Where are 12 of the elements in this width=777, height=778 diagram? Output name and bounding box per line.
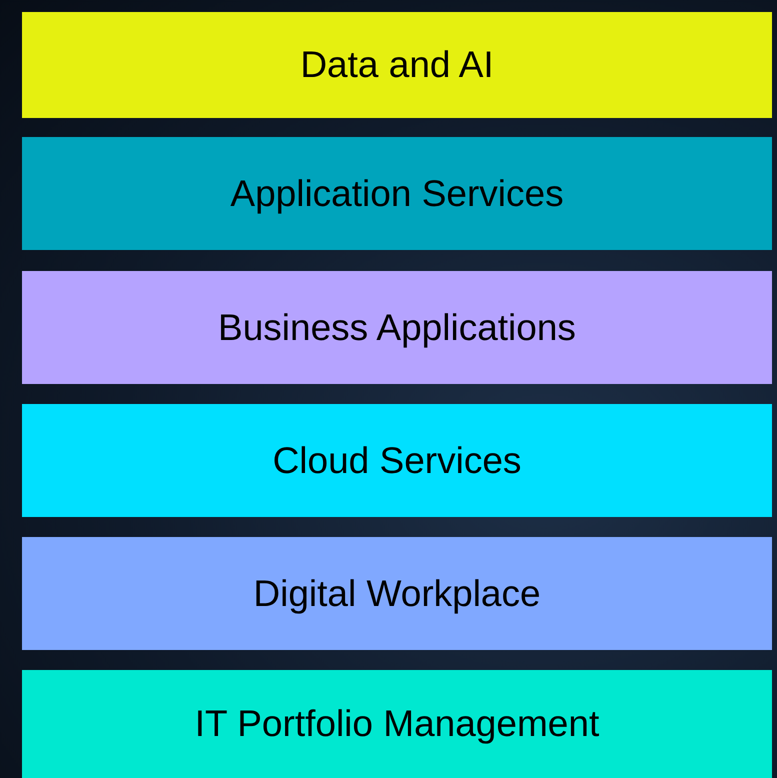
layer-label: Cloud Services (272, 440, 522, 482)
layer-band (22, 537, 772, 650)
layer-band (22, 137, 772, 250)
layer-band (22, 271, 772, 384)
layer-label: Data and AI (300, 44, 494, 86)
layer-label: Application Services (230, 172, 564, 214)
layer-label: IT Portfolio Management (194, 703, 600, 745)
layer-label: Business Applications (218, 306, 576, 348)
layer-band (22, 12, 772, 118)
layer-band (22, 670, 772, 778)
layer-label: Digital Workplace (253, 572, 541, 614)
layer-band (22, 404, 772, 517)
